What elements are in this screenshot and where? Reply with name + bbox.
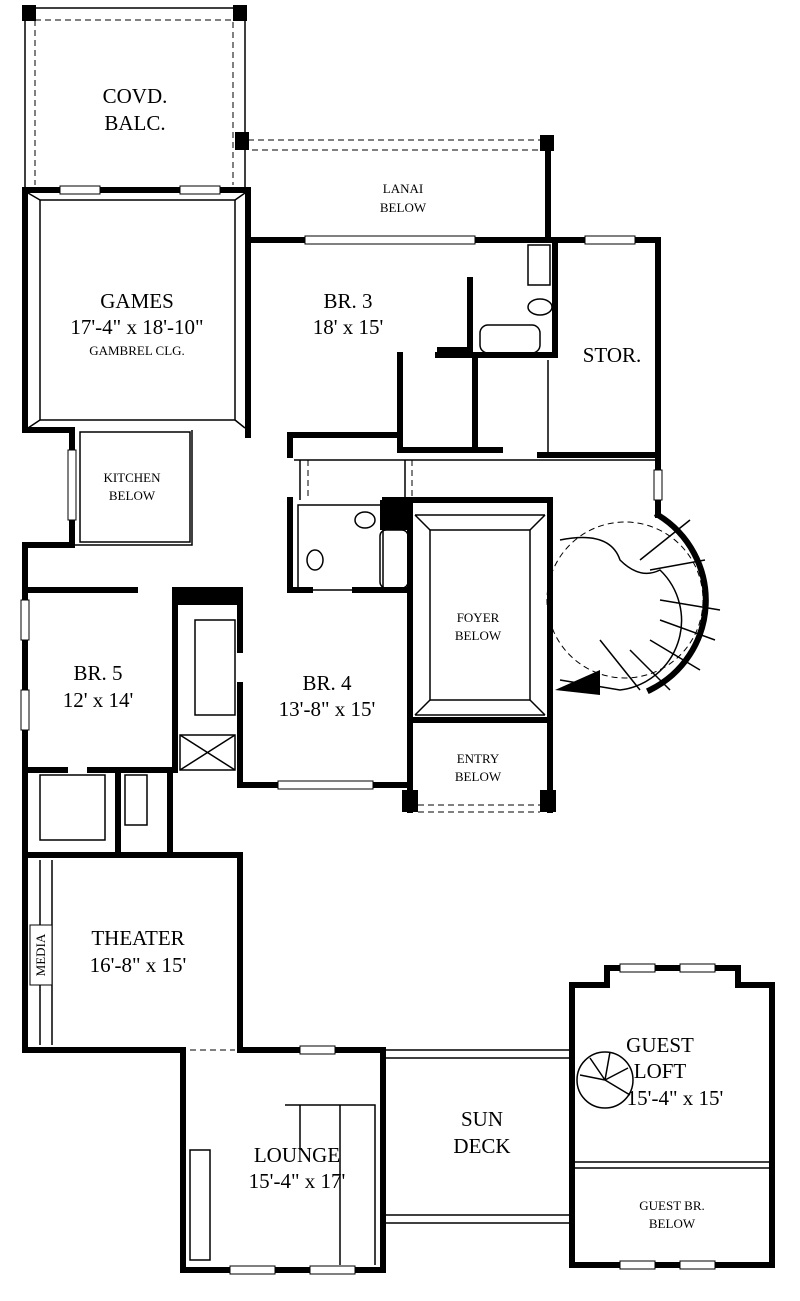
guest-loft-label-2: LOFT (634, 1059, 687, 1083)
spiral-stair (546, 469, 721, 695)
sun-deck-label: SUN (461, 1107, 503, 1131)
entry-label: ENTRY (457, 751, 500, 766)
lanai-label-2: BELOW (380, 200, 427, 215)
entry-label-2: BELOW (455, 769, 502, 784)
br4-size: 13'-8" x 15' (279, 697, 376, 721)
foyer-label-2: BELOW (455, 628, 502, 643)
media-label: MEDIA (33, 933, 48, 976)
br5-room (20, 587, 243, 1053)
lanai-label: LANAI (383, 181, 423, 196)
sun-deck-label-2: DECK (453, 1134, 510, 1158)
foyer-label: FOYER (457, 610, 500, 625)
sun-deck-area (383, 1049, 572, 1224)
kitchen-label-2: BELOW (109, 488, 156, 503)
foyer-area (402, 514, 556, 813)
lounge-name: LOUNGE (254, 1143, 340, 1167)
br4-name: BR. 4 (302, 671, 352, 695)
br5-name: BR. 5 (73, 661, 122, 685)
games-note: GAMBREL CLG. (89, 343, 185, 358)
theater-size: 16'-8" x 15' (90, 953, 187, 977)
br5-size: 12' x 14' (63, 688, 134, 712)
kitchen-below-area (22, 427, 193, 1053)
lounge-size: 15'-4" x 17' (249, 1169, 346, 1193)
games-size: 17'-4" x 18'-10" (70, 315, 203, 339)
br3-name: BR. 3 (323, 289, 372, 313)
games-name: GAMES (100, 289, 174, 313)
guest-loft-area (569, 963, 775, 1270)
guest-loft-size: 15'-4" x 15' (627, 1086, 724, 1110)
covd-balc-area (22, 5, 249, 190)
theater-name: THEATER (91, 926, 184, 950)
games-room (22, 185, 251, 438)
covd-balc-label: COVD. (103, 84, 168, 108)
kitchen-label: KITCHEN (103, 470, 161, 485)
guest-loft-label: GUEST (626, 1033, 694, 1057)
lounge-room (180, 1045, 386, 1275)
theater-room (22, 852, 243, 1053)
guest-br-label-2: BELOW (649, 1216, 696, 1231)
br4-room (237, 497, 553, 813)
covd-balc-label-2: BALC. (104, 111, 165, 135)
guest-br-label: GUEST BR. (639, 1198, 705, 1213)
lanai-area (248, 135, 554, 243)
br3-size: 18' x 15' (313, 315, 384, 339)
br3-room (245, 235, 661, 518)
stor-label: STOR. (583, 343, 642, 367)
